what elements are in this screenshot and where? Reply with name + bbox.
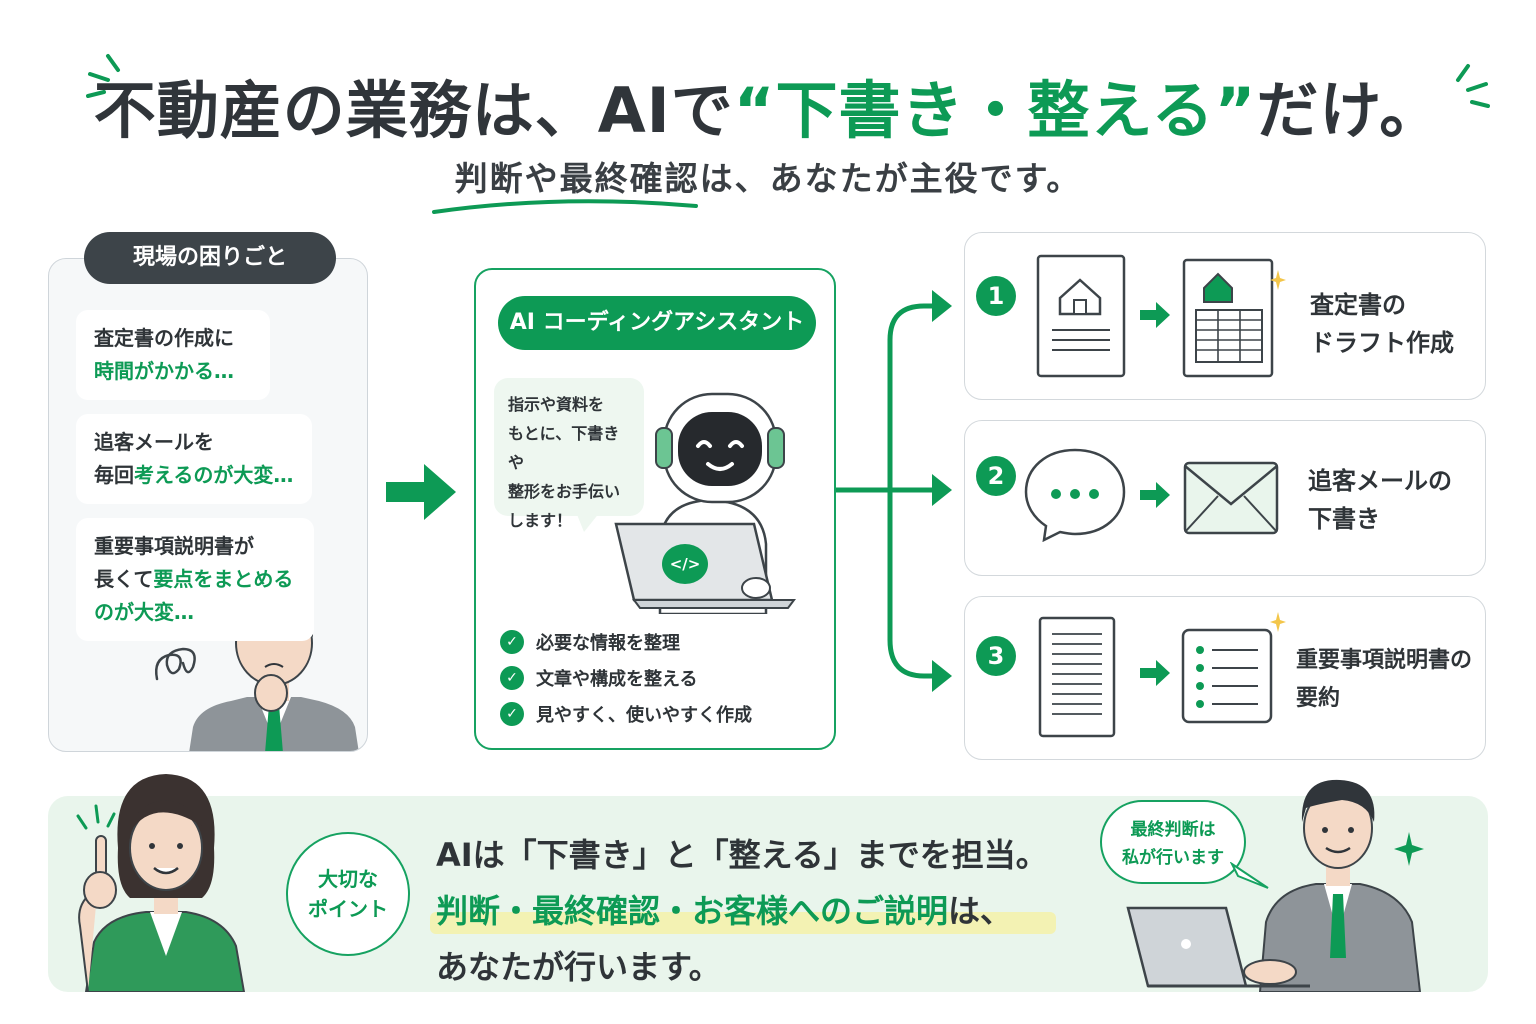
problem-3-line3: のが大変… — [94, 600, 194, 624]
row-1-line2: ドラフト作成 — [1310, 329, 1454, 357]
row-2-label: 追客メールの 下書き — [1308, 462, 1452, 538]
speech-line1: 最終判断は — [1130, 820, 1216, 840]
house-document-icon — [1036, 254, 1126, 378]
problem-card-1: 査定書の作成に 時間がかかる… — [76, 310, 270, 400]
problem-3-line2-green: 要点をまとめる — [153, 567, 294, 591]
row-1-line1: 査定書の — [1310, 291, 1406, 319]
key-point-line2: 判断・最終確認・お客様へのご説明は、 — [436, 886, 1012, 932]
problem-2-line2-dark: 毎回 — [94, 463, 134, 487]
problem-1-line1: 査定書の作成に — [94, 326, 234, 350]
problem-3-line2-dark: 長くて — [94, 567, 154, 591]
chat-bubble-icon — [1024, 448, 1126, 542]
man-with-laptop-illustration — [1126, 779, 1422, 992]
point-line1: 大切な — [318, 867, 378, 891]
check-1-label: 必要な情報を整理 — [536, 633, 680, 654]
title-accent-right-icon — [1456, 64, 1490, 108]
branch-arrows-icon — [836, 290, 952, 692]
check-icon: ✓ — [500, 702, 524, 726]
step-number-2: 2 — [976, 456, 1016, 496]
check-list: ✓ 必要な情報を整理 ✓ 文章や構成を整える ✓ 見やすく、使いやすく作成 — [500, 624, 752, 732]
key-point-badge: 大切な ポイント — [286, 832, 410, 956]
envelope-icon — [1183, 461, 1279, 535]
check-icon: ✓ — [500, 630, 524, 654]
page-title: 不動産の業務は、AIで“下書き・整える”だけ。 — [0, 60, 1536, 150]
title-highlight: “下書き・整える” — [733, 74, 1257, 147]
speech-tail-icon — [1230, 862, 1269, 889]
key-point-line1: AIは「下書き」と「整える」までを担当。 — [436, 836, 1048, 874]
text-highlight — [430, 912, 1056, 934]
arrow-small-icon — [1140, 482, 1170, 508]
row-3-label: 重要事項説明書の 要約 — [1296, 642, 1472, 718]
problem-1-line2: 時間がかかる… — [94, 359, 234, 383]
scribble-icon — [155, 647, 196, 681]
problems-pill: 現場の困りごと — [84, 232, 336, 284]
arrow-small-icon — [1140, 660, 1170, 686]
point-line2: ポイント — [308, 897, 388, 921]
ai-speech-bubble: 指示や資料を もとに、下書きや 整形をお手伝い します！ — [494, 378, 644, 530]
problem-3-line1: 重要事項説明書が — [94, 534, 254, 558]
check-item-2: ✓ 文章や構成を整える — [500, 660, 752, 696]
problem-2-line1: 追客メールを — [94, 430, 214, 454]
row-1-label: 査定書の ドラフト作成 — [1310, 286, 1454, 362]
key-point-line2-dark: は、 — [948, 892, 1013, 930]
checklist-icon — [1181, 612, 1286, 724]
ai-assistant-pill: AI コーディングアシスタント — [498, 296, 816, 350]
key-point-line2-green: 判断・最終確認・お客様へのご説明 — [436, 892, 949, 930]
bubble-line-4: します！ — [508, 511, 573, 530]
man-speech-bubble: 最終判断は 私が行います — [1100, 800, 1246, 884]
row-2-line2: 下書き — [1308, 505, 1380, 533]
woman-pointing-illustration — [76, 774, 246, 992]
code-symbol: </> — [669, 555, 701, 573]
bubble-line-1: 指示や資料を — [508, 395, 605, 414]
row-3-line1: 重要事項説明書の — [1296, 648, 1473, 673]
problem-card-2: 追客メールを 毎回考えるのが大変… — [76, 414, 312, 504]
step-number-3: 3 — [976, 636, 1016, 676]
check-2-label: 文章や構成を整える — [536, 669, 698, 690]
arrow-right-icon — [386, 464, 456, 520]
arrow-small-icon — [1140, 302, 1170, 328]
sparkle-icon — [1394, 832, 1424, 866]
title-accent-left-icon — [86, 54, 120, 98]
step-number-1: 1 — [976, 276, 1016, 316]
speech-line2: 私が行います — [1122, 848, 1224, 868]
subtitle-underline-icon — [432, 199, 698, 214]
bubble-tail-icon — [576, 512, 600, 532]
code-badge: </> — [662, 544, 708, 584]
key-point-line3: あなたが行います。 — [436, 948, 721, 986]
long-document-icon — [1038, 616, 1116, 738]
title-prefix: 不動産の業務は、AIで — [93, 74, 734, 147]
check-item-1: ✓ 必要な情報を整理 — [500, 624, 752, 660]
page-subtitle: 判断や最終確認は、あなたが主役です。 — [454, 159, 1082, 198]
row-3-line2: 要約 — [1296, 686, 1341, 711]
title-suffix: だけ。 — [1256, 74, 1443, 147]
problem-card-3: 重要事項説明書が 長くて要点をまとめる のが大変… — [76, 518, 314, 641]
row-2-line1: 追客メールの — [1308, 467, 1452, 495]
problem-2-line2-green: 考えるのが大変… — [134, 463, 294, 487]
check-3-label: 見やすく、使いやすく作成 — [536, 705, 752, 726]
check-icon: ✓ — [500, 666, 524, 690]
bubble-line-2: もとに、下書きや — [508, 424, 620, 472]
bubble-line-3: 整形をお手伝い — [508, 482, 621, 501]
spreadsheet-document-icon — [1182, 258, 1286, 378]
check-item-3: ✓ 見やすく、使いやすく作成 — [500, 696, 752, 732]
